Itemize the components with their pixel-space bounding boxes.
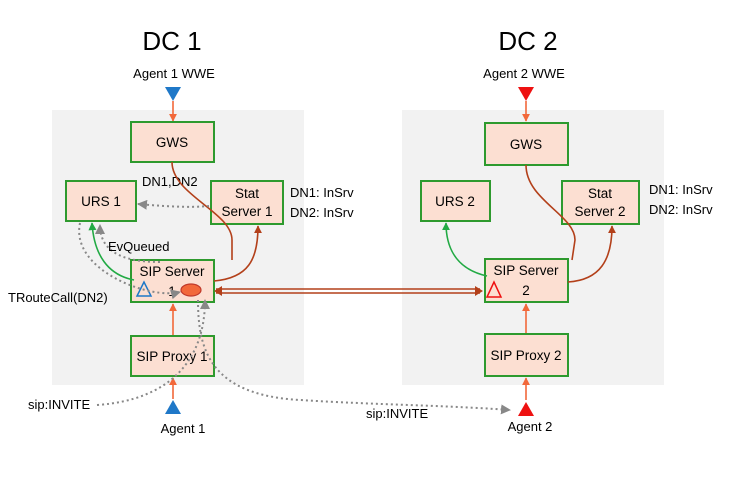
dc2-sip-server-label: SIP Server [493,263,559,278]
dc2-stat-server-line1: Stat [588,186,612,201]
dc1-call-ellipse-icon [180,283,202,297]
dc2-urs-label: URS 2 [435,194,475,209]
dc2-dn1-status: DN1: InSrv [649,182,713,197]
dc2-sip-proxy-label: SIP Proxy 2 [490,348,561,363]
dc1-agent-label: Agent 1 [161,421,206,436]
sip1-to-urs1-arrow [88,222,135,281]
agent2-icon [518,402,534,416]
dc1-stat-server-line1: Stat [235,186,259,201]
dc2-sip-server-box [484,258,569,303]
dc1-title: DC 1 [142,26,201,56]
dc1-troute-label: TRouteCall(DN2) [8,290,108,305]
dc1-stat-server-line2: Server 1 [221,204,272,219]
dc1-sip-proxy-label: SIP Proxy 1 [136,349,207,364]
dc2-dn2-status: DN2: InSrv [649,202,713,217]
sip-invite-out-dotted-arrow [197,299,511,415]
dc2-sip-invite-label: sip:INVITE [366,406,428,421]
dc1-dn-triangle-icon [135,280,153,297]
dc1-evqueued-label: EvQueued [108,239,169,254]
dc1-gws-label: GWS [156,135,188,150]
dc1-urs-label: URS 1 [81,194,121,209]
dc2-urs-box [420,180,491,222]
dc1-sip-server-number: 1 [168,284,176,299]
agent1-wwe-icon [165,87,181,101]
dc1-urs-box [65,180,137,222]
dc1-sip-invite-label: sip:INVITE [28,397,90,412]
stat1-to-urs1-dotted-arrow [137,199,210,210]
sip1-evqueued-dotted-arrow [95,224,161,263]
dc2-stat-server-line2: Server 2 [574,204,625,219]
dc2-gws-label: GWS [510,137,542,152]
dc2-sip-proxy-box [484,333,569,377]
sip2-to-urs2-arrow [442,222,488,277]
dc1-dn2-status: DN2: InSrv [290,205,354,220]
gws2-to-sip2-link [525,164,576,261]
urs1-troute-dotted-arrow [78,222,181,300]
dc1-agent-wwe-label: Agent 1 WWE [133,66,215,81]
dc2-stat-server-box [561,180,640,225]
dc2-sip-server-number: 2 [522,283,530,298]
agent1-icon [165,400,181,414]
dc2-agent-wwe-label: Agent 2 WWE [483,66,565,81]
dc2-gws-box [484,122,569,166]
gws1-to-sip1-link [171,161,233,260]
sip1-sip2-arrowhead-right [475,286,483,296]
sip2-to-stat2-arrow [567,225,616,283]
dc2-dn-triangle-icon [485,280,503,298]
dc2-title: DC 2 [498,26,557,56]
dc1-sip-server-label: SIP Server [139,264,205,279]
sip1-to-stat1-arrow [213,225,262,282]
dc1-dn1-status: DN1: InSrv [290,185,354,200]
dc1-stat-server-box [210,180,284,225]
dc1-sip-proxy-box [130,335,215,377]
sip1-sip2-arrowhead-left [214,286,222,296]
agent2-wwe-icon [518,87,534,101]
dc2-agent-label: Agent 2 [508,419,553,434]
dc1-stat-dn-label: DN1,DN2 [142,174,198,189]
